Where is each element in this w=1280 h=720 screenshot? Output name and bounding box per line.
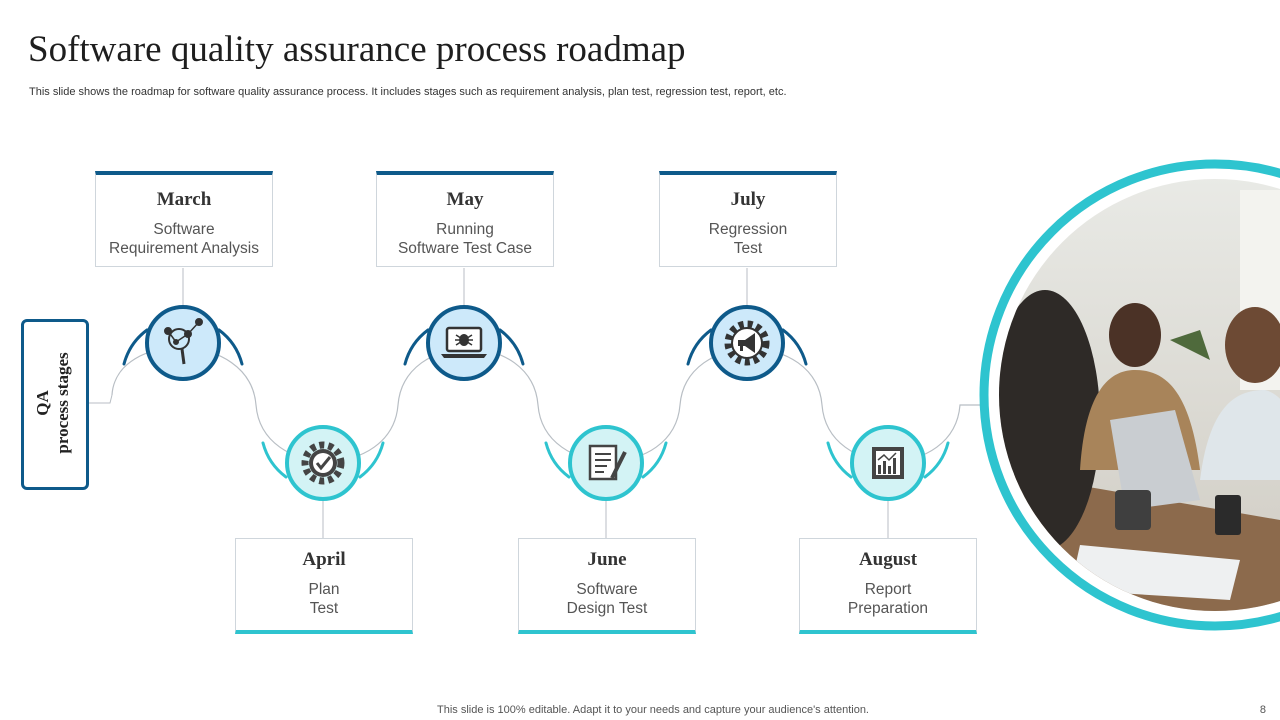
qa-stages-box <box>21 319 89 490</box>
node-august <box>850 425 926 501</box>
stage-month: August <box>858 549 918 570</box>
document-pen-icon <box>588 444 627 481</box>
node-march <box>145 305 221 381</box>
node-june <box>568 425 644 501</box>
bottom-accent-arcs <box>261 441 950 479</box>
card-connectors <box>182 268 889 538</box>
stage-label: Plan Test <box>308 581 340 617</box>
stage-label: Report Preparation <box>847 581 929 617</box>
stage-label: Regression Test <box>708 221 788 257</box>
stage-month: July <box>730 189 766 210</box>
stage-card-may: May Running Software Test Case <box>376 171 554 267</box>
stage-month: June <box>587 549 627 570</box>
stage-card-july: July Regression Test <box>659 171 837 267</box>
qa-stages-label: QA process stages <box>33 352 73 453</box>
team-meeting-photo <box>979 159 1280 631</box>
page-number: 8 <box>1259 704 1266 716</box>
stage-month: March <box>156 189 212 210</box>
gear-check-icon <box>301 441 345 485</box>
stage-card-august: August Report Preparation <box>799 538 977 634</box>
stage-card-june: June Software Design Test <box>518 538 696 634</box>
top-accent-arcs <box>122 328 808 366</box>
magnifier-network-icon <box>164 318 203 365</box>
stage-month: May <box>446 189 484 210</box>
gear-megaphone-icon <box>724 320 770 366</box>
page-subtitle: This slide shows the roadmap for softwar… <box>29 86 787 98</box>
stage-label: Software Requirement Analysis <box>109 221 259 257</box>
qa-connector <box>87 394 113 404</box>
stage-card-april: April Plan Test <box>235 538 413 634</box>
footer-note: This slide is 100% editable. Adapt it to… <box>437 704 869 716</box>
stage-label: Software Design Test <box>566 581 648 617</box>
stage-month: April <box>302 549 346 570</box>
wave-path <box>111 346 982 462</box>
page-title: Software quality assurance process roadm… <box>28 29 686 70</box>
stage-label: Running Software Test Case <box>397 221 533 257</box>
qa-label-line1: QA <box>33 390 52 416</box>
qa-label-line2: process stages <box>53 352 72 454</box>
bar-chart-report-icon <box>872 447 904 479</box>
node-july <box>709 305 785 381</box>
node-april <box>285 425 361 501</box>
stage-card-march: March Software Requirement Analysis <box>95 171 273 267</box>
node-may <box>426 305 502 381</box>
laptop-bug-icon <box>441 326 487 358</box>
